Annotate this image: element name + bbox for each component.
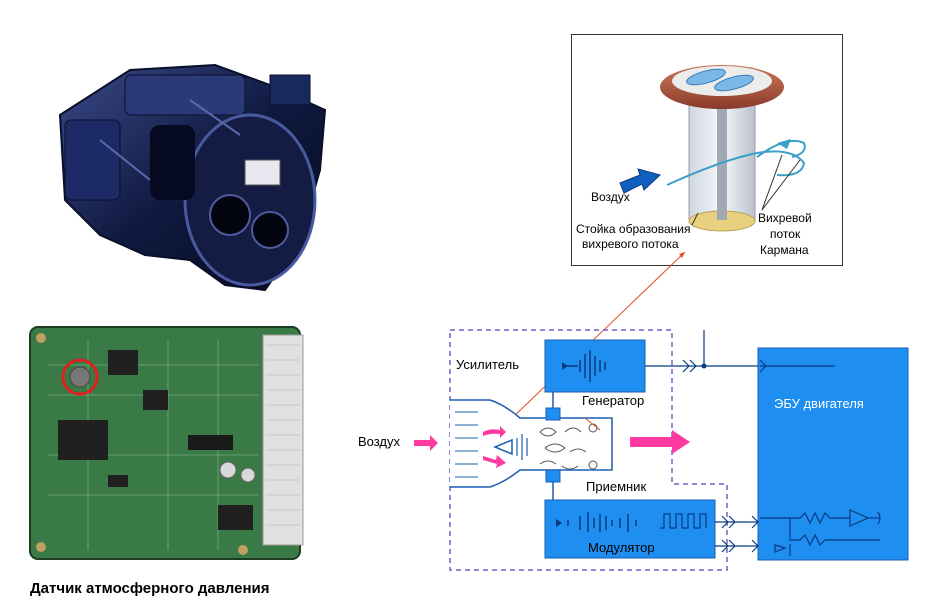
pressure-sensor-highlight [61, 358, 99, 396]
air-flow-meter-photo [58, 63, 327, 292]
ecu-circuit-board-photo [29, 326, 304, 560]
inner-flow-arrow-icon [483, 426, 506, 438]
karman-vortex-illustration: Воздух Стойка образования вихревого пото… [576, 65, 812, 257]
inset-vortex-label-1: Вихревой [758, 211, 812, 225]
amplifier-label: Усилитель [456, 357, 519, 372]
inner-flow-arrow-icon [483, 455, 506, 468]
modulator-block [544, 499, 716, 559]
karman-vortex-inset: Воздух Стойка образования вихревого пото… [571, 34, 843, 266]
inset-pillar-label-2: вихревого потока [582, 237, 679, 251]
receiver-head [545, 469, 561, 483]
inset-pillar-label-1: Стойка образования [576, 222, 690, 236]
ecu-block [757, 347, 909, 561]
inset-vortex-label-2: поток [770, 227, 801, 241]
ecu-label: ЭБУ двигателя [774, 396, 864, 411]
sensor-dashed-boundary [449, 329, 728, 571]
karman-flow-sensor-schematic: Усилитель Генератор Воздух Приемник Моду… [358, 251, 909, 571]
receiver-label: Приемник [586, 479, 646, 494]
inset-air-label: Воздух [591, 190, 630, 204]
inset-leader-line [509, 251, 686, 421]
air-inflow-arrow-icon [619, 168, 661, 194]
generator-label: Генератор [582, 393, 644, 408]
inset-vortex-label-3: Кармана [760, 243, 809, 257]
atmospheric-pressure-sensor-caption: Датчик атмосферного давления [30, 580, 270, 597]
vortex-pillar-icon [493, 438, 513, 456]
modulator-label: Модулятор [588, 540, 655, 555]
air-duct [450, 399, 613, 488]
air-inlet-arrow-icon [414, 435, 438, 451]
transmitter-head [545, 407, 561, 421]
air-outlet-arrow-icon [630, 430, 690, 454]
air-in-label: Воздух [358, 434, 401, 449]
